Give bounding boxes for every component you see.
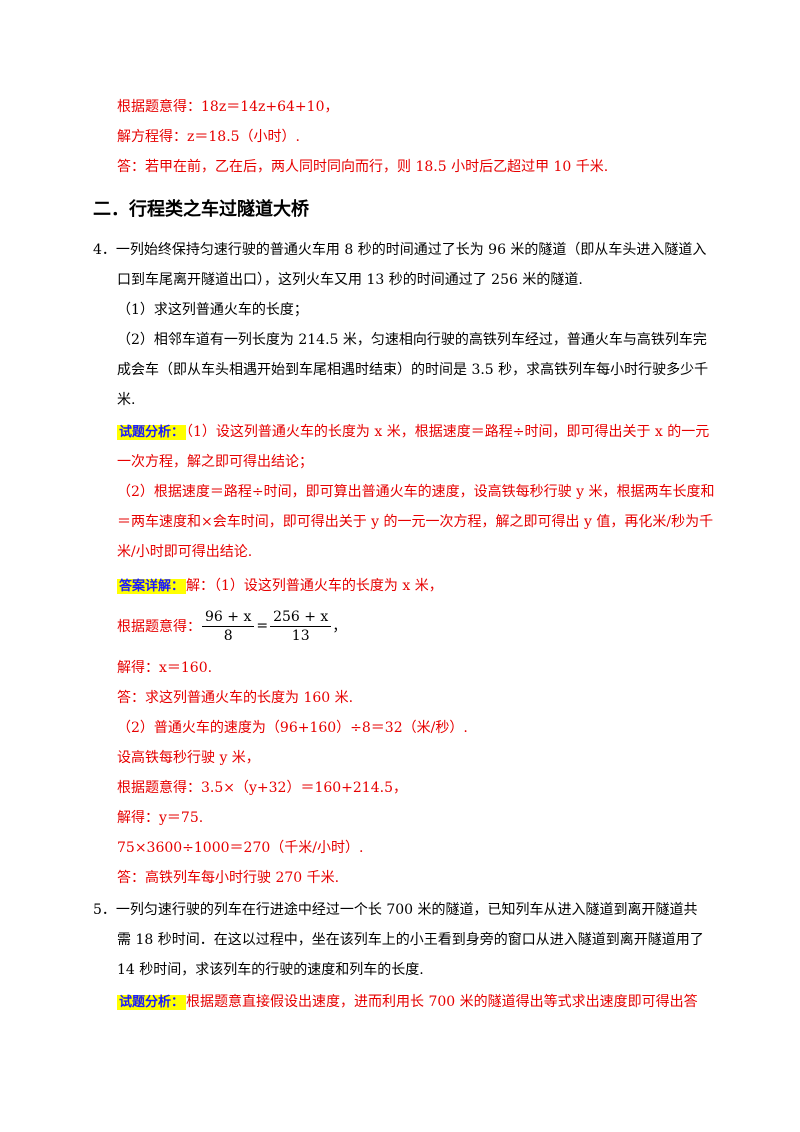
q4-analysis-line-3: （2）根据速度＝路程÷时间，即可算出普通火车的速度，设高铁每秒行驶 y 米，根据… (117, 484, 715, 500)
prev-answer-line: 答：若甲在前，乙在后，两人同时同向而行，则 18.5 小时后乙超过甲 10 千米… (117, 159, 609, 175)
q4-analysis-line-4: ＝两车速度和×会车时间，即可得出关于 y 的一元一次方程，解之即可得出 y 值，… (117, 514, 714, 530)
fraction-equation-prefix: 根据题意得： (117, 619, 201, 635)
q5-text-line-3: 14 秒时间，求该列车的行驶的速度和列车的长度. (117, 962, 424, 978)
q5-analysis-tag: 试题分析： (117, 995, 187, 1010)
fraction-right-numerator: 256 + x (270, 608, 332, 627)
equals-sign: = (256, 618, 269, 634)
q4-answer-line-6: 设高铁每秒行驶 y 米， (117, 750, 260, 766)
q4-analysis-line-5: 米/小时即可得出结论. (117, 544, 253, 560)
prev-equation-line: 根据题意得：18z＝14z+64+10， (117, 99, 339, 115)
prev-solve-line: 解方程得：z＝18.5（小时）. (117, 129, 300, 145)
q4-answer-line-3: 解得：x＝160. (117, 660, 213, 676)
q5-text-line-1: 5．一列匀速行驶的列车在行进途中经过一个长 700 米的隧道，已知列车从进入隧道… (93, 902, 698, 918)
q4-answer-line-4: 答：求这列普通火车的长度为 160 米. (117, 690, 354, 706)
q4-analysis-text-1: （1）设这列普通火车的长度为 x 米，根据速度＝路程÷时间，即可得出关于 x 的… (186, 424, 710, 440)
q5-analysis-line-1: 试题分析：根据题意直接假设出速度，进而利用长 700 米的隧道得出等式求出速度即… (117, 992, 698, 1012)
q4-part1: （1）求这列普通火车的长度； (117, 302, 308, 318)
q4-text-line-2: 口到车尾离开隧道出口），这列火车又用 13 秒的时间通过了 256 米的隧道. (117, 272, 583, 288)
q4-answer-line-10: 答：高铁列车每小时行驶 270 千米. (117, 870, 340, 886)
q4-fraction-equation: 根据题意得： 96 + x 8 = 256 + x 13 ， (117, 604, 346, 648)
q4-answer-line-1: 答案详解：解：（1）设这列普通火车的长度为 x 米， (117, 576, 443, 596)
fraction-left-numerator: 96 + x (202, 608, 255, 627)
q4-part2-line-3: 米. (117, 392, 136, 408)
q4-analysis-line-1: 试题分析：（1）设这列普通火车的长度为 x 米，根据速度＝路程÷时间，即可得出关… (117, 422, 709, 442)
fraction-equation-suffix: ， (332, 619, 347, 635)
q4-text-line-1: 4．一列始终保持匀速行驶的普通火车用 8 秒的时间通过了长为 96 米的隧道（即… (93, 242, 707, 258)
answer-tag: 答案详解： (117, 579, 187, 594)
q4-answer-line-5: （2）普通火车的速度为（96+160）÷8＝32（米/秒）. (117, 720, 468, 736)
fraction-right: 256 + x 13 (270, 608, 332, 645)
fraction-left: 96 + x 8 (202, 608, 255, 645)
q4-answer-line-9: 75×3600÷1000＝270（千米/小时）. (117, 840, 364, 856)
q4-part2-line-2: 成会车（即从车头相遇开始到车尾相遇时结束）的时间是 3.5 秒，求高铁列车每小时… (117, 362, 709, 378)
fraction-right-denominator: 13 (291, 627, 310, 644)
fraction-left-denominator: 8 (223, 627, 233, 644)
analysis-tag: 试题分析： (117, 425, 187, 440)
q4-analysis-line-2: 一次方程，解之即可得出结论； (117, 454, 313, 470)
q4-answer-text-1: 解：（1）设这列普通火车的长度为 x 米， (186, 578, 443, 594)
q4-answer-line-8: 解得：y＝75. (117, 810, 204, 826)
q5-analysis-text-1: 根据题意直接假设出速度，进而利用长 700 米的隧道得出等式求出速度即可得出答 (186, 994, 698, 1010)
q5-text-line-2: 需 18 秒时间．在这以过程中，坐在该列车上的小王看到身旁的窗口从进入隧道到离开… (117, 932, 704, 948)
q4-answer-line-7: 根据题意得：3.5×（y+32）＝160+214.5， (117, 780, 407, 796)
q4-part2-line-1: （2）相邻车道有一列长度为 214.5 米，匀速相向行驶的高铁列车经过，普通火车… (117, 332, 707, 348)
section-heading: 二．行程类之车过隧道大桥 (93, 199, 309, 220)
